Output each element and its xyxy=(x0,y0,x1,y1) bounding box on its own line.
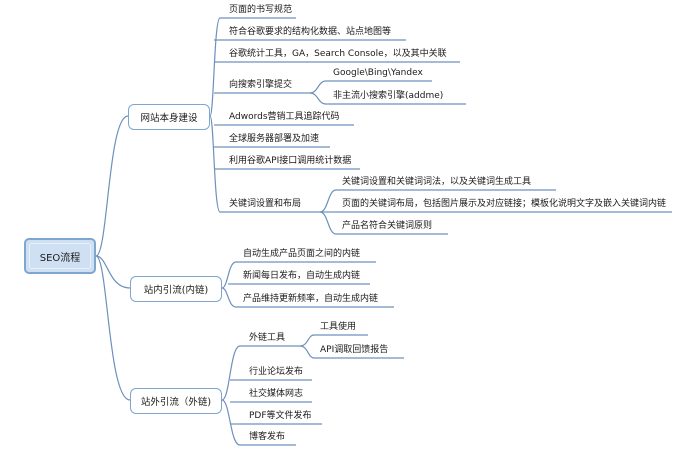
item-global-servers: 全球服务器部署及加速 xyxy=(229,134,320,144)
keyword-page-layout: 页面的关键词布局，包括图片展示及对应链接；模板化说明文字及嵌入关键词内链 xyxy=(342,199,667,209)
external-link-tools: 外链工具 xyxy=(249,333,286,343)
tool-api-report: API调取回馈报告 xyxy=(320,345,389,355)
item-keyword-layout: 关键词设置和布局 xyxy=(229,199,302,209)
tool-usage: 工具使用 xyxy=(320,322,357,332)
internal-update-frequency: 产品维持更新频率，自动生成内链 xyxy=(243,294,379,304)
keyword-tools: 关键词设置和关键词词法，以及关键词生成工具 xyxy=(342,177,532,187)
external-blog-publishing: 博客发布 xyxy=(249,432,286,442)
branch-label: 站内引流(内链) xyxy=(143,285,209,296)
branch-external-links: 站外引流（外链) xyxy=(130,388,222,414)
root-label: SEO流程 xyxy=(39,252,81,264)
root-node: SEO流程 xyxy=(24,238,96,274)
branch-internal-links: 站内引流(内链) xyxy=(130,276,222,302)
item-google-api: 利用谷歌API接口调用统计数据 xyxy=(229,156,352,166)
branch-label: 站外引流（外链) xyxy=(140,397,212,408)
internal-daily-news: 新闻每日发布，自动生成内链 xyxy=(243,271,361,281)
submit-minor-engines: 非主流小搜索引擎(addme) xyxy=(333,91,444,101)
external-social-media: 社交媒体网志 xyxy=(249,389,304,399)
item-analytics-tools: 谷歌统计工具，GA，Search Console，以及其中关联 xyxy=(229,49,447,59)
external-forums: 行业论坛发布 xyxy=(249,367,304,377)
keyword-product-names: 产品名符合关键词原则 xyxy=(342,221,433,231)
branch-label: 网站本身建设 xyxy=(140,113,198,124)
item-submit-engines: 向搜索引擎提交 xyxy=(229,80,293,90)
external-pdf-publishing: PDF等文件发布 xyxy=(249,411,312,421)
item-structured-data: 符合谷歌要求的结构化数据、站点地图等 xyxy=(229,27,392,37)
item-writing-standards: 页面的书写规范 xyxy=(229,5,293,15)
item-adwords: Adwords营销工具追踪代码 xyxy=(229,112,340,122)
submit-major-engines: Google\Bing\Yandex xyxy=(333,68,423,78)
internal-auto-links: 自动生成产品页面之间的内链 xyxy=(243,249,361,259)
branch-site-building: 网站本身建设 xyxy=(128,104,210,130)
